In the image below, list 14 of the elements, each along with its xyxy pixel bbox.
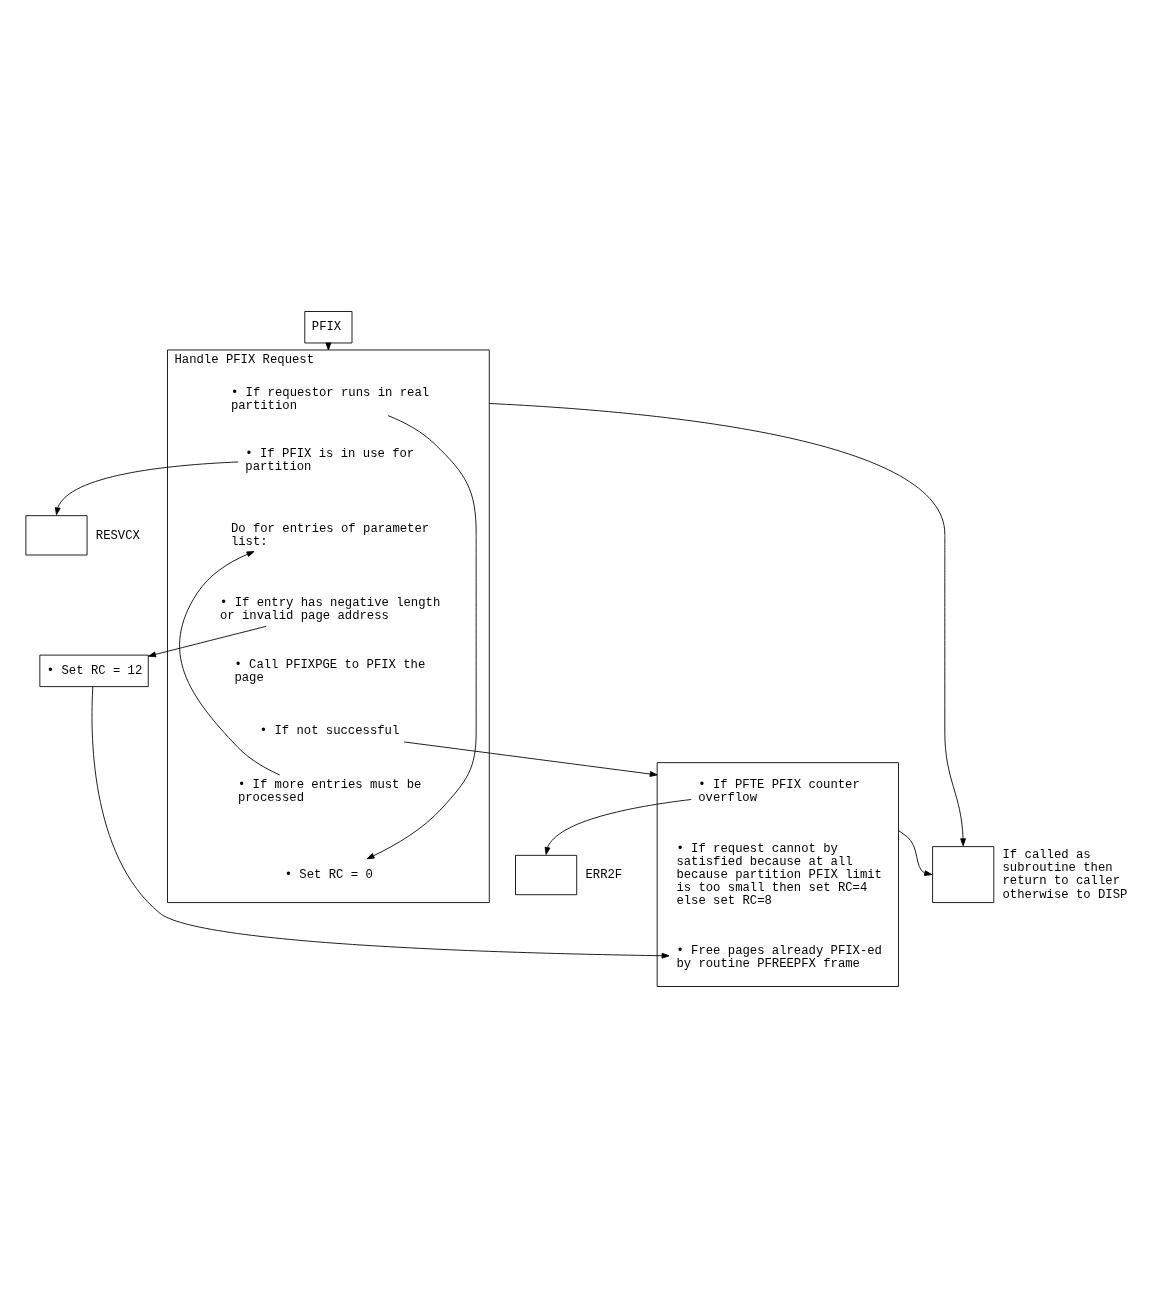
node-label: If called as subroutine then return to caller otherwise to DISP: [1002, 847, 1128, 901]
node-text: • If not successful: [259, 723, 400, 738]
node-text: Do for entries of parameter list:: [230, 521, 430, 549]
node-text: • If more entries must be processed: [237, 777, 422, 805]
node-label: ERR2F: [585, 867, 623, 882]
node-label: RESVCX: [95, 528, 140, 543]
node-text: • Call PFIXPGE to PFIX the page: [234, 657, 426, 685]
node-text: • If requestor runs in real partition: [230, 385, 430, 413]
node-text: • If PFIX is in use for partition: [245, 446, 415, 474]
node-text: • Free pages already PFIX-ed by routine PFREEPFX frame: [676, 943, 882, 971]
node-text: • If request cannot by satisfied because at all because partition PFIX limit is too small then set RC=4 else set RC=8: [676, 841, 882, 908]
node-text: • If PFTE PFIX counter overflow: [698, 777, 860, 805]
node-text: • Set RC = 0: [284, 867, 373, 882]
node-text: • If entry has negative length or invalid page address: [219, 595, 441, 623]
